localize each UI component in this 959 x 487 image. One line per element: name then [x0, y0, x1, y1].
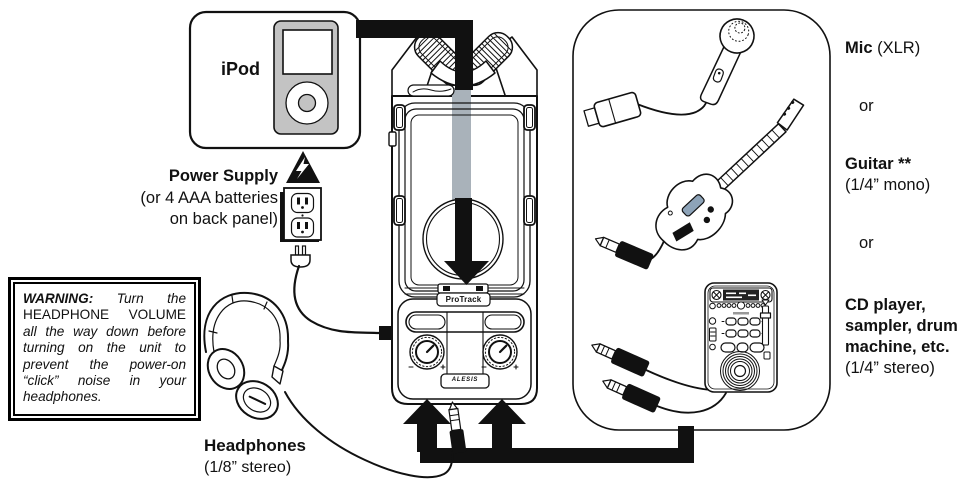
gain-knob-right: [481, 334, 519, 370]
warning-text: WARNING: Turn the HEADPHONE VOLUME all t…: [13, 282, 196, 416]
power-supply-line3: on back panel): [169, 210, 278, 228]
cd-display: [723, 289, 759, 301]
power-outlet-icon: [283, 187, 322, 241]
label-or-2: or: [859, 234, 874, 252]
cd-brand-text: [733, 312, 749, 315]
up-arrow-icon: [403, 399, 451, 424]
headphones-subtitle: (1/8” stereo): [204, 459, 292, 476]
cd-player-icon: [591, 282, 778, 414]
alesis-logo-plate: [440, 373, 490, 389]
guitar-icon: [594, 98, 805, 270]
ipod-screen: [282, 29, 333, 75]
warning-label: WARNING:: [23, 291, 94, 306]
eighth-inch-plug-icon: [448, 401, 467, 454]
headphone-left-cup: [206, 348, 246, 390]
label-or-1: or: [859, 97, 874, 115]
label-cd-player: CD player, sampler, drum machine, etc. (…: [845, 296, 958, 377]
dock-slot-stripe: [452, 88, 471, 200]
protrack-nameplate: [436, 292, 491, 307]
cd-jog-wheel: [720, 351, 760, 391]
power-cord: [293, 264, 381, 335]
quarter-inch-stereo-plug-icon: [602, 379, 661, 413]
quarter-inch-stereo-plug-icon: [591, 343, 650, 377]
quarter-inch-mono-plug-icon: [594, 236, 654, 270]
microphone-icon: [583, 18, 755, 128]
ipod-label: iPod: [221, 59, 260, 79]
down-arrow-icon: [444, 261, 489, 285]
ipod-illustration: [188, 10, 362, 150]
power-supply-title: Power Supply: [168, 167, 278, 185]
gain-knob-left: [408, 334, 446, 370]
headphones-icon: [203, 291, 290, 420]
power-supply-line2: (or 4 AAA batteries: [140, 188, 278, 207]
power-plug-icon: [294, 245, 300, 256]
left-input-connector: [379, 326, 392, 340]
headphone-right-cup: [235, 380, 279, 420]
lightning-bolt-icon: [296, 157, 309, 179]
guitar-pickup: [681, 194, 705, 217]
headphones-label: Headphones (1/8” stereo): [204, 435, 306, 479]
headphone-cable: [284, 391, 454, 479]
ipod-dock-cable-arrow: [356, 20, 489, 285]
line-input-cable-arrows: [403, 399, 694, 463]
label-mic: Mic (XLR): [845, 39, 921, 57]
alesis-brand-label: ALESIS: [451, 376, 479, 383]
warning-box: WARNING: Turn the HEADPHONE VOLUME all t…: [8, 277, 201, 421]
mic-cable: [636, 99, 708, 116]
power-supply-label: Power Supply (or 4 AAA batteries on back…: [85, 166, 278, 231]
headphones-title: Headphones: [204, 436, 307, 455]
up-arrow-icon: [478, 399, 526, 424]
guitar-bridge: [672, 222, 694, 242]
label-guitar: Guitar ** (1/4” mono): [845, 155, 931, 194]
xlr-connector-icon: [583, 91, 642, 128]
power-supply-illustration: [280, 151, 322, 268]
protrack-model-label: ProTrack: [445, 295, 482, 304]
